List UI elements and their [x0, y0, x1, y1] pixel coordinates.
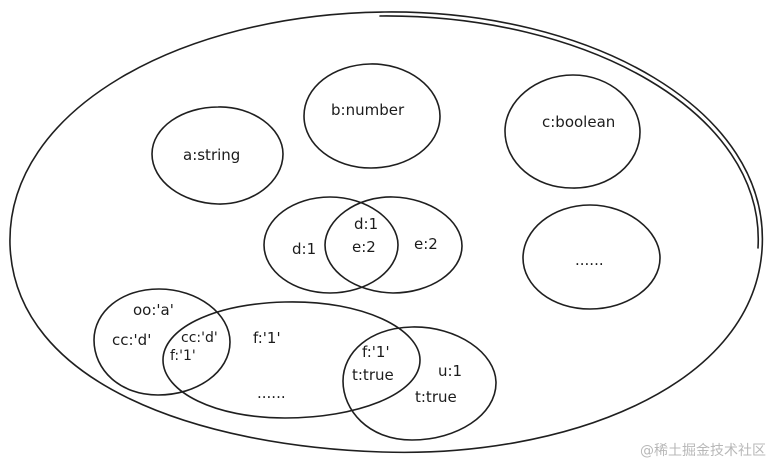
label-d-left: d:1: [292, 240, 316, 258]
label-e-right: e:2: [414, 235, 438, 253]
circle-d: [263, 196, 399, 294]
label-cc-overlap: cc:'d': [181, 330, 218, 346]
label-cc-left: cc:'d': [112, 331, 151, 349]
label-b-number: b:number: [331, 101, 405, 119]
circle-a: [151, 106, 284, 205]
label-oo: oo:'a': [133, 301, 174, 319]
outer-ellipse-stroke-2: [379, 15, 759, 249]
watermark-text: @稀土掘金技术社区: [640, 443, 766, 459]
label-e-overlap: e:2: [352, 238, 376, 256]
label-f-overlap-right: f:'1': [362, 343, 390, 361]
label-a-string: a:string: [183, 146, 240, 164]
label-d-overlap: d:1: [354, 215, 378, 233]
label-f-mid: f:'1': [253, 329, 281, 347]
ellipse-f: [162, 301, 421, 419]
label-u: u:1: [438, 362, 462, 380]
label-f-overlap-left: f:'1': [170, 348, 196, 364]
circle-ellipsis-right: [522, 204, 661, 310]
circle-b: [303, 63, 441, 169]
circle-u-t: [342, 326, 497, 441]
outer-ellipse: [9, 11, 764, 454]
label-t-right: t:true: [415, 388, 457, 406]
circle-oo-cc: [93, 288, 231, 396]
circle-e: [324, 196, 463, 294]
label-t-overlap: t:true: [352, 366, 394, 384]
label-c-boolean: c:boolean: [542, 113, 615, 131]
label-ellipsis-right: ......: [575, 251, 604, 269]
circle-c: [504, 74, 641, 189]
label-ellipsis-bottom: ......: [257, 384, 286, 402]
